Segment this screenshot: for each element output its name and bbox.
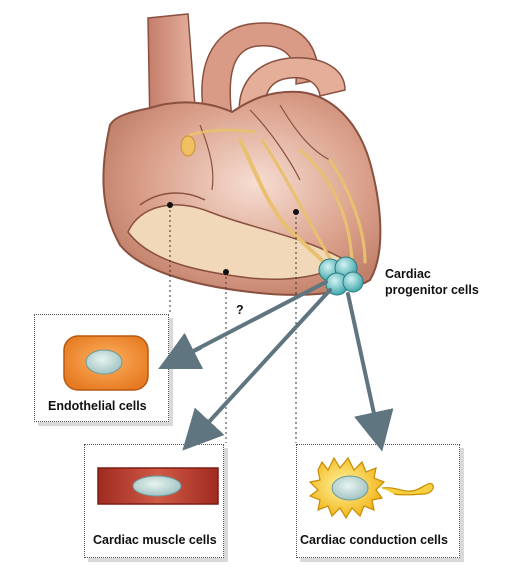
- location-dots: [167, 202, 299, 275]
- great-vessels: [147, 13, 346, 131]
- conduction-system: [188, 128, 367, 270]
- endothelial-label: Endothelial cells: [48, 399, 147, 413]
- sinoatrial-node: [180, 135, 196, 157]
- atrium-wall: [139, 192, 206, 206]
- progenitor-label-line1: Cardiac: [385, 267, 431, 281]
- pulmonary-trunk: [238, 57, 346, 121]
- differentiation-arrows: [158, 280, 394, 452]
- muscle-label: Cardiac muscle cells: [93, 533, 217, 547]
- arrow-to-conduction: [346, 292, 394, 452]
- conduction-label: Cardiac conduction cells: [300, 533, 448, 547]
- progenitor-label-line2: progenitor cells: [385, 283, 479, 297]
- arrow-to-muscle: [182, 288, 332, 451]
- question-mark: ?: [236, 303, 244, 317]
